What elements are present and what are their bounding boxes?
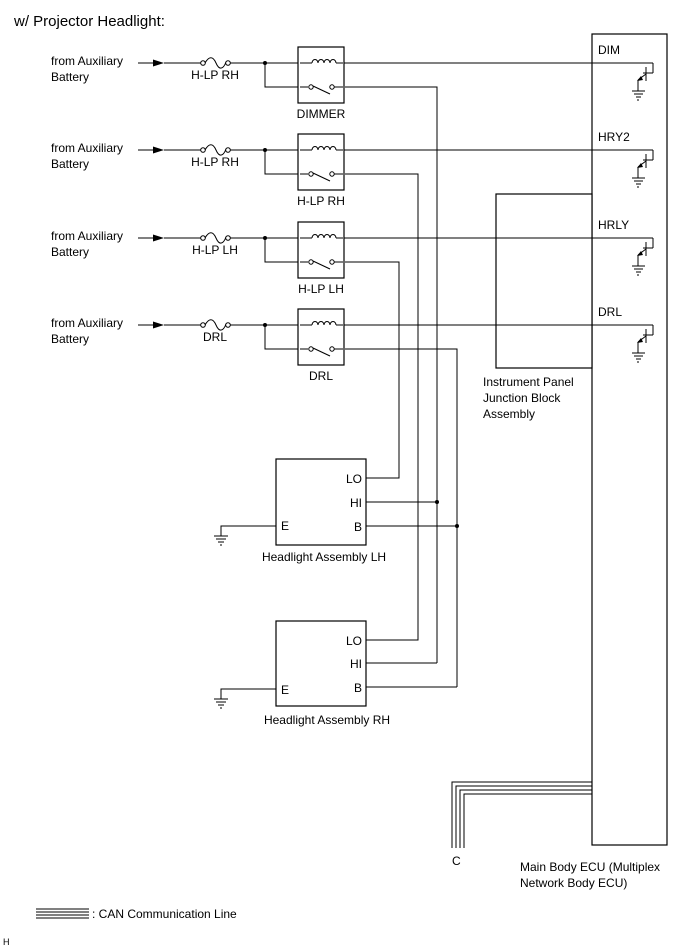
headlight-lh-b: B (354, 520, 362, 534)
fuse-label: H-LP LH (192, 243, 238, 257)
source-label-2: Battery (51, 70, 89, 84)
junction-dot-hi (435, 500, 439, 504)
legend-can-line-icon (36, 908, 89, 919)
arrow-icon (153, 146, 164, 154)
headlight-rh-box (275, 620, 367, 707)
wire-drl-contact (345, 348, 458, 687)
relay-box (297, 133, 345, 191)
ground-icon (632, 177, 645, 188)
ecu-terminal-label: HRLY (598, 218, 629, 232)
ground-icon (214, 698, 228, 709)
ecu-label-1: Main Body ECU (Multiplex (520, 860, 660, 874)
wire-dimmer-contact (345, 86, 438, 663)
corner-mark: H (3, 937, 10, 947)
headlight-lh-label: Headlight Assembly LH (262, 550, 386, 564)
relay-switch-icon (300, 346, 343, 357)
relay-box (297, 308, 345, 366)
arrow-icon (153, 321, 164, 329)
junction-block (495, 193, 593, 369)
relay-coil-icon (300, 234, 343, 239)
contact-feed-wire (264, 238, 310, 263)
fuse-icon (200, 144, 231, 156)
source-label-2: Battery (51, 245, 89, 259)
ground-icon (632, 352, 645, 363)
source-label-1: from Auxiliary (51, 141, 123, 155)
source-label-2: Battery (51, 332, 89, 346)
contact-feed-wire (264, 63, 310, 88)
fuse-label: DRL (203, 330, 227, 344)
ecu-terminal-label: HRY2 (598, 130, 630, 144)
fuse-icon (200, 232, 231, 244)
relay-coil-icon (300, 146, 343, 151)
headlight-rh-b: B (354, 681, 362, 695)
relay-box (297, 46, 345, 104)
fuse-icon (200, 319, 231, 331)
ecu-terminal-label: DIM (598, 43, 620, 57)
source-label-1: from Auxiliary (51, 229, 123, 243)
wire-hlp-lh-contact (345, 261, 400, 479)
fuse-label: H-LP RH (191, 155, 239, 169)
contact-feed-wire (264, 150, 310, 175)
relay-label: H-LP LH (298, 282, 344, 296)
contact-feed-wire (264, 325, 310, 350)
junction-block-label-2: Junction Block (483, 391, 561, 405)
headlight-lh-e: E (281, 519, 289, 533)
transistor-icon (637, 325, 654, 353)
source-label-2: Battery (51, 157, 89, 171)
can-communication-line (451, 781, 592, 848)
headlight-lh-box (275, 458, 367, 546)
ground-icon (214, 535, 228, 546)
junction-block-label-1: Instrument Panel (483, 375, 574, 389)
transistor-icon (637, 238, 654, 266)
relay-switch-icon (300, 259, 343, 270)
headlight-lh-hi: HI (350, 496, 362, 510)
diagram-title: w/ Projector Headlight: (13, 13, 165, 30)
relay-coil-icon (300, 59, 343, 64)
source-label-1: from Auxiliary (51, 54, 123, 68)
arrow-icon (153, 234, 164, 242)
junction-dot-b (455, 524, 459, 528)
headlight-rh-hi: HI (350, 657, 362, 671)
ecu-terminal-label: DRL (598, 305, 622, 319)
relay-switch-icon (300, 171, 343, 182)
transistor-icon (637, 150, 654, 178)
fuse-label: H-LP RH (191, 68, 239, 82)
relay-label: DRL (309, 369, 333, 383)
ecu-block (591, 33, 668, 846)
relay-label: DIMMER (297, 107, 346, 121)
ground-icon (632, 265, 645, 276)
headlight-rh-label: Headlight Assembly RH (264, 713, 390, 727)
relay-box (297, 221, 345, 279)
ground-icon (632, 90, 645, 101)
ecu-label-2: Network Body ECU) (520, 876, 627, 890)
headlight-rh-e: E (281, 683, 289, 697)
legend-text: : CAN Communication Line (92, 907, 237, 921)
fuse-icon (200, 57, 231, 69)
headlight-rh-lo: LO (346, 634, 362, 648)
junction-block-label-3: Assembly (483, 407, 535, 421)
relay-coil-icon (300, 321, 343, 326)
wire-hlp-rh-contact (345, 173, 419, 641)
source-label-1: from Auxiliary (51, 316, 123, 330)
headlight-lh-lo: LO (346, 472, 362, 486)
can-connector-label: C (452, 854, 461, 868)
transistor-icon (637, 63, 654, 91)
arrow-icon (153, 59, 164, 67)
relay-label: H-LP RH (297, 194, 345, 208)
wire-rh-ground (220, 688, 276, 699)
relay-switch-icon (300, 84, 343, 95)
wire-lh-ground (220, 525, 276, 536)
